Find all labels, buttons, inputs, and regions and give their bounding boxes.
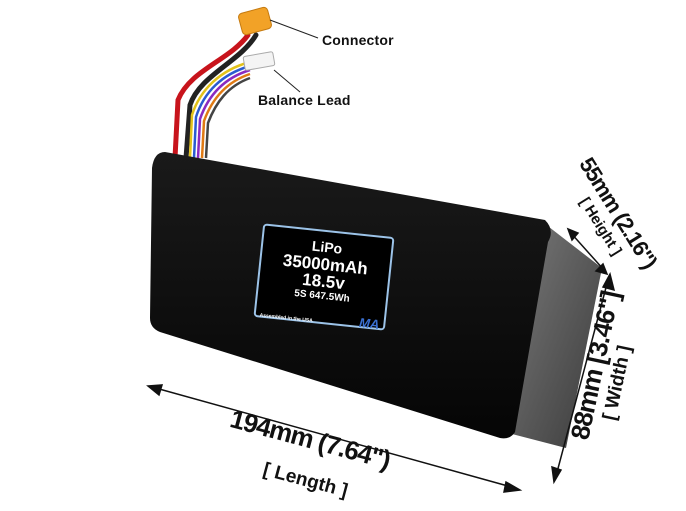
brand-logo: MA — [358, 314, 381, 333]
main-wires — [172, 32, 259, 161]
balance-leader — [273, 69, 301, 93]
balance-plug — [242, 51, 276, 71]
balance-lead-callout: Balance Lead — [258, 92, 351, 108]
connector-callout: Connector — [322, 32, 394, 48]
connector-leader — [269, 19, 319, 39]
balance-wires — [188, 60, 251, 159]
xt-connector — [238, 6, 272, 36]
battery-label: LiPo 35000mAh 18.5v 5S 647.5Wh Assembled… — [253, 223, 395, 333]
dimension-arrows — [146, 227, 616, 493]
